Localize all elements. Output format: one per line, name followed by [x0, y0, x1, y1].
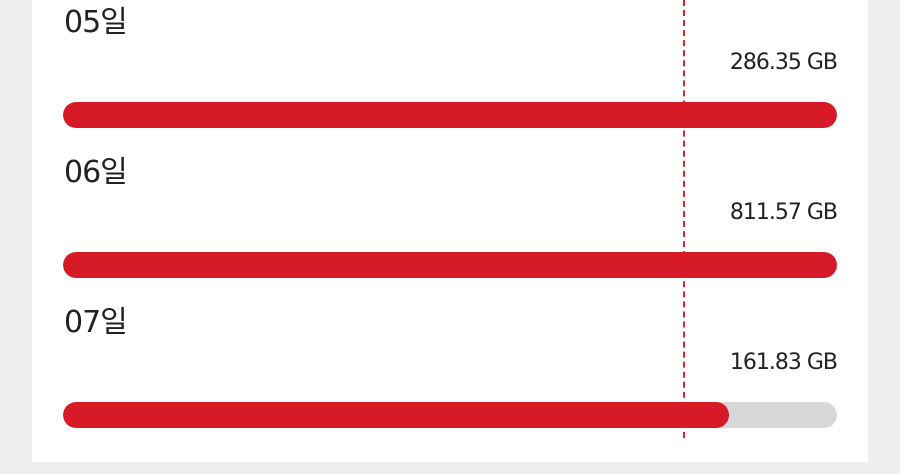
usage-value: 811.57 GB — [729, 200, 838, 225]
usage-card: 05일 286.35 GB 06일 811.57 GB 07일 161.83 G… — [32, 0, 868, 462]
day-label: 07일 — [64, 305, 128, 340]
usage-bar-track — [63, 402, 837, 428]
day-label: 06일 — [64, 155, 128, 190]
usage-bar-track — [63, 252, 837, 278]
list-item: 07일 161.83 GB — [32, 308, 868, 458]
list-item: 06일 811.57 GB — [32, 158, 868, 308]
usage-bar-track — [63, 102, 837, 128]
usage-value: 286.35 GB — [729, 50, 838, 75]
usage-bar-fill — [63, 252, 837, 278]
day-label: 05일 — [64, 5, 128, 40]
usage-bar-fill — [63, 102, 837, 128]
usage-value: 161.83 GB — [729, 350, 838, 375]
usage-bar-fill — [63, 402, 729, 428]
list-item: 05일 286.35 GB — [32, 8, 868, 158]
limit-marker-line — [683, 0, 685, 438]
